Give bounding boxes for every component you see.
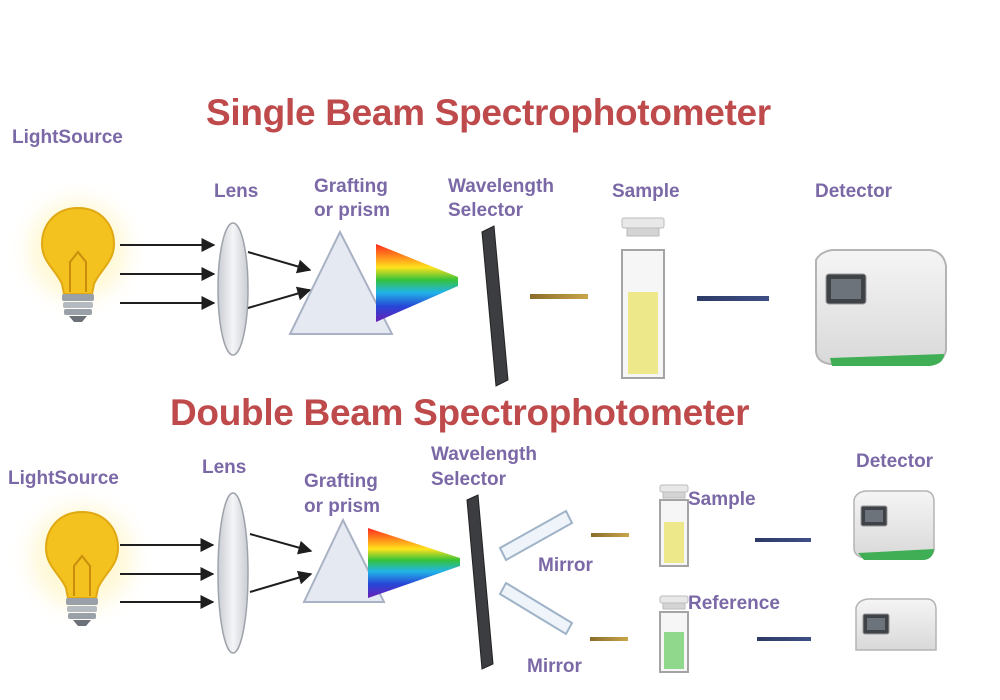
single-selected-beam [530,294,588,299]
single-converging-rays [247,251,312,309]
single-transmitted-beam [697,296,769,301]
single-grating-label-line1: Grafting [314,176,388,197]
double-mirror-bottom-label: Mirror [527,656,582,677]
single-spectrum-icon [376,244,458,322]
double-reference-label: Reference [688,593,780,614]
double-detector-label: Detector [856,451,934,472]
double-lens-icon [217,492,249,654]
double-mirror-top-label: Mirror [538,555,593,576]
single-detector-icon [815,249,947,366]
single-light-source-label: LightSource [12,127,123,148]
double-selector-label-line2: Selector [431,469,506,490]
double-reference-detector-icon [855,598,937,651]
single-grating-label-line2: or prism [314,200,391,221]
double-beam-title: Double Beam Spectrophotometer [170,392,750,433]
double-light-rays [120,538,215,609]
double-reference-beam [590,637,628,641]
single-beam-title: Single Beam Spectrophotometer [206,92,771,133]
double-converging-rays [249,533,313,593]
double-sample-label: Sample [688,489,756,510]
single-light-bulb-icon [6,178,150,322]
single-grating-label: Grafting or prism [314,175,390,223]
single-prism-icon [288,229,394,335]
double-reference-transmitted-beam [757,637,811,641]
double-selector-label: Wavelength Selector [431,442,537,492]
double-selector-label-line1: Wavelength [431,444,537,465]
double-sample-cuvette-icon [659,484,689,567]
single-selector-slit-icon [481,225,509,387]
double-sample-beam [591,533,629,537]
double-reference-cuvette-icon [659,595,689,673]
double-spectrum-icon [368,528,460,598]
single-lens-icon [217,222,249,356]
single-light-rays [120,238,216,310]
single-lens-label: Lens [214,181,259,202]
double-sample-detector-icon [853,490,935,560]
double-sample-transmitted-beam [755,538,811,542]
double-lens-label: Lens [202,457,247,478]
single-selector-label-line2: Selector [448,200,523,221]
double-mirror-top-icon [498,509,574,562]
double-grating-label-line2: or prism [304,496,381,517]
single-selector-label: Wavelength Selector [448,175,554,223]
single-detector-label: Detector [815,181,893,202]
double-grating-label-line1: Grafting [304,471,378,492]
double-selector-slit-icon [466,494,494,670]
single-selector-label-line1: Wavelength [448,176,554,197]
double-prism-icon [302,517,386,603]
double-grating-label: Grafting or prism [304,469,380,519]
single-sample-label: Sample [612,181,680,202]
single-cuvette-icon [621,217,665,379]
double-light-bulb-icon [8,483,156,631]
double-mirror-bottom-icon [498,581,574,636]
